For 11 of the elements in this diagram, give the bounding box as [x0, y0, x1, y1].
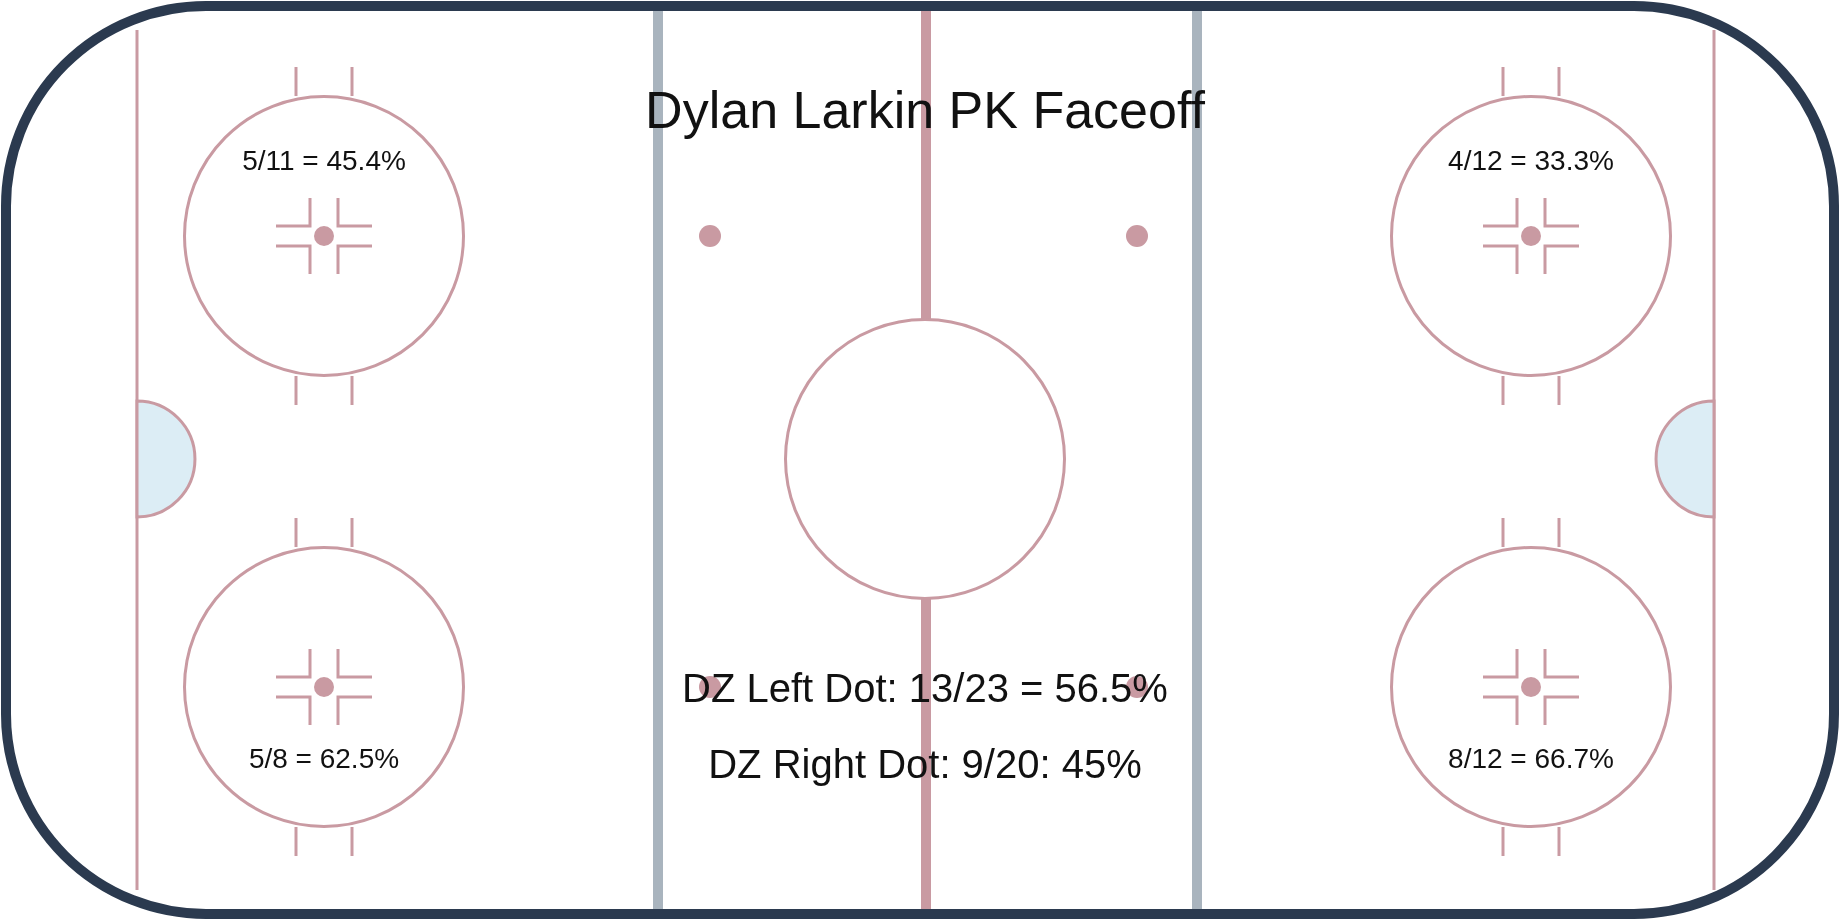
rink-title: Dylan Larkin PK Faceoff — [645, 80, 1205, 140]
faceoff-circle — [183, 95, 465, 377]
faceoff-stat: 4/12 = 33.3% — [1448, 145, 1614, 177]
faceoff-circle — [183, 546, 465, 828]
faceoff-stat: 8/12 = 66.7% — [1448, 743, 1614, 775]
faceoff-stat: 5/8 = 62.5% — [248, 743, 400, 775]
faceoff-circle — [1390, 546, 1672, 828]
zone-stat-text: DZ Right Dot: 9/20: 45% — [708, 742, 1142, 787]
faceoff-circle — [1390, 95, 1672, 377]
zone-stat-text: DZ Left Dot: 13/23 = 56.5% — [682, 666, 1168, 711]
faceoff-stat: 5/11 = 45.4% — [242, 145, 406, 177]
